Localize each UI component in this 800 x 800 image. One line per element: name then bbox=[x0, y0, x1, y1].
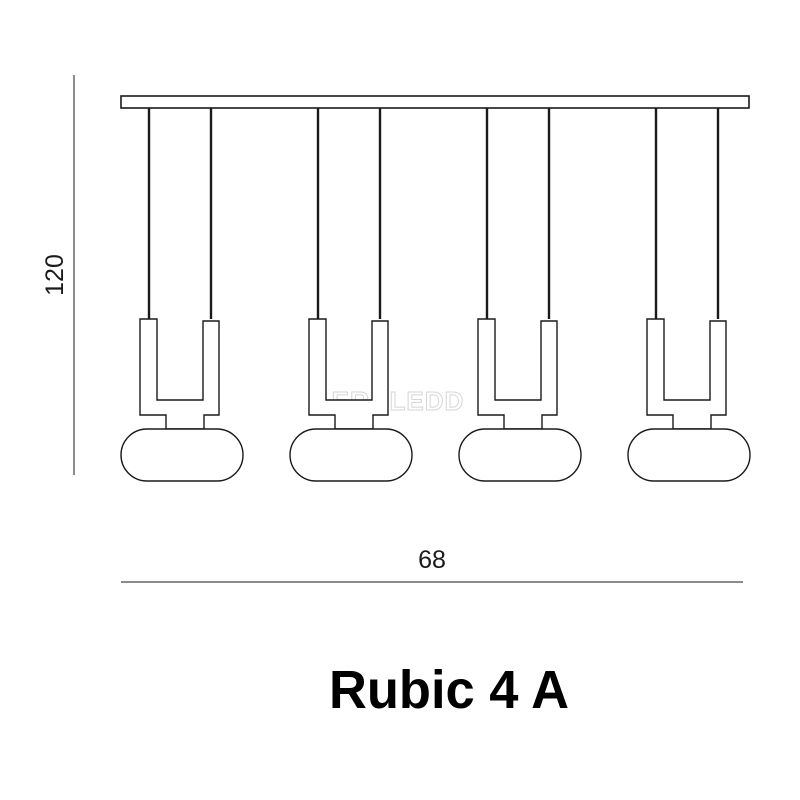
pendant-lamp bbox=[458, 108, 582, 482]
pendant-lamp bbox=[120, 108, 244, 482]
pendant-lamps bbox=[120, 108, 751, 482]
lamp-shade bbox=[289, 428, 413, 482]
pendant-lamp bbox=[627, 108, 751, 482]
lamp-shade bbox=[627, 428, 751, 482]
pendant-lamp bbox=[289, 108, 413, 482]
lamp-holder bbox=[308, 318, 389, 430]
width-dimension-label: 68 bbox=[418, 546, 446, 574]
height-dimension-label: 120 bbox=[41, 254, 69, 296]
lamp-holder bbox=[139, 318, 220, 430]
lamp-holder bbox=[477, 318, 558, 430]
ceiling-canopy-bar bbox=[120, 95, 750, 109]
lamp-shade bbox=[458, 428, 582, 482]
lamp-holder bbox=[646, 318, 727, 430]
lamp-shade bbox=[120, 428, 244, 482]
product-title: Rubic 4 A bbox=[329, 660, 569, 720]
